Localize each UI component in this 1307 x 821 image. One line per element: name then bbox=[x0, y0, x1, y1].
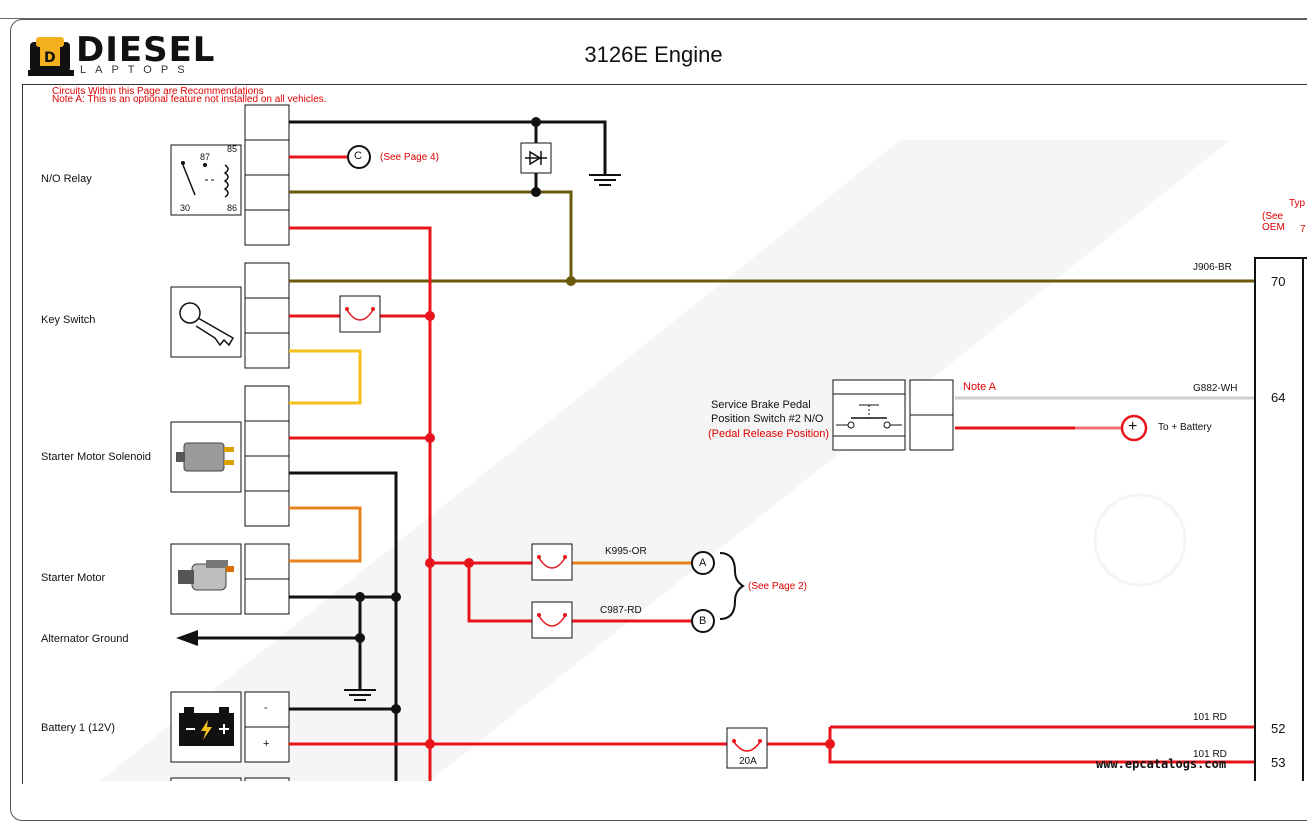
battery-label: Battery 1 (12V) bbox=[41, 722, 115, 734]
wire-101rd-label-a: 101 RD bbox=[1193, 712, 1227, 723]
battery-positive-sign: + bbox=[1128, 418, 1138, 435]
ecm-pin-52: 52 bbox=[1271, 721, 1286, 736]
connector-c-label: C bbox=[354, 150, 362, 162]
fuse-20a bbox=[726, 727, 768, 769]
brake-switch-label-3: (Pedal Release Position) bbox=[708, 428, 830, 440]
brake-switch-symbol bbox=[832, 379, 906, 451]
starter-motor-label: Starter Motor bbox=[41, 572, 106, 584]
see-page-2-label: (See Page 2) bbox=[748, 581, 807, 592]
logo-word: DIESEL bbox=[76, 30, 216, 70]
splice-dots bbox=[355, 117, 541, 714]
battery-plus-label: + bbox=[263, 738, 270, 750]
note-a-label: Note A bbox=[963, 381, 997, 393]
connector-a-circle bbox=[691, 551, 715, 575]
relay-pin-30: 30 bbox=[180, 203, 191, 213]
wiring-diagram bbox=[100, 104, 1307, 781]
battery-positive-circle bbox=[1120, 414, 1148, 442]
top-border bbox=[0, 0, 1307, 19]
fuse-k995 bbox=[531, 543, 573, 581]
key-switch-terminals bbox=[244, 262, 290, 369]
connector-brace bbox=[719, 552, 745, 620]
title-divider bbox=[22, 84, 1307, 85]
battery-terminals bbox=[244, 691, 290, 763]
diode-symbol bbox=[520, 142, 552, 174]
diesel-laptops-logo: D DIESEL LAPTOPS bbox=[28, 30, 218, 78]
ground-symbol-top bbox=[589, 174, 621, 186]
relay-pin-86: 86 bbox=[227, 203, 238, 213]
fuse-key-switch bbox=[339, 295, 381, 333]
relay-pin-85: 85 bbox=[227, 144, 238, 154]
ecm-note-typ: Typ bbox=[1289, 198, 1306, 209]
ecm-note-see-oem: (See OEM bbox=[1262, 211, 1285, 233]
brake-switch-label-2: Position Switch #2 N/O bbox=[711, 413, 824, 425]
connector-a-label: A bbox=[699, 557, 707, 569]
relay-label: N/O Relay bbox=[41, 173, 92, 185]
logo-icon: D bbox=[28, 37, 74, 76]
connector-b-label: B bbox=[699, 615, 707, 627]
wire-c987-label: C987-RD bbox=[600, 605, 642, 616]
watermark-url: www.epcatalogs.com bbox=[1096, 757, 1227, 771]
ecm-pin-64: 64 bbox=[1271, 390, 1286, 405]
brake-switch-label-1: Service Brake Pedal bbox=[711, 399, 811, 411]
starter-solenoid-label: Starter Motor Solenoid bbox=[41, 451, 152, 463]
wire-j906-label: J906-BR bbox=[1193, 262, 1232, 273]
orange-wire-starter bbox=[289, 506, 362, 563]
wire-k995-label: K995-OR bbox=[605, 546, 647, 557]
red-wires bbox=[289, 155, 1255, 781]
ecm-connector bbox=[1254, 257, 1307, 781]
splice-dot-brown bbox=[566, 276, 576, 286]
starter-motor-terminals bbox=[244, 543, 290, 615]
wire-g882-label: G882-WH bbox=[1193, 383, 1238, 394]
solenoid-terminals bbox=[244, 385, 290, 527]
battery-minus-label: - bbox=[264, 702, 268, 714]
ecm-pin-70: 70 bbox=[1271, 274, 1286, 289]
page-title: 3126E Engine bbox=[584, 42, 723, 67]
logo-subword: LAPTOPS bbox=[80, 64, 194, 76]
watermark-graphic bbox=[100, 140, 1230, 781]
alternator-ground-label: Alternator Ground bbox=[41, 633, 129, 645]
see-page-4-label: (See Page 4) bbox=[380, 152, 439, 163]
key-switch-label: Key Switch bbox=[41, 314, 96, 326]
yellow-wire bbox=[289, 349, 362, 405]
brown-wires bbox=[289, 190, 1255, 283]
relay-terminals bbox=[244, 104, 290, 246]
brake-switch-terminals bbox=[909, 379, 954, 451]
note-recommendations: Circuits Within this Page are Recommenda… bbox=[52, 86, 264, 97]
wire-101rd-label-b: 101 RD bbox=[1193, 749, 1227, 760]
left-margin-line bbox=[22, 84, 23, 784]
ecm-pin-53: 53 bbox=[1271, 755, 1286, 770]
fuse-20a-label: 20A bbox=[739, 756, 757, 767]
ecm-note-7: 7 bbox=[1300, 224, 1306, 235]
relay-pin-87: 87 bbox=[200, 152, 211, 162]
connector-c-circle bbox=[347, 145, 371, 169]
svg-text:D: D bbox=[44, 50, 56, 66]
ground-symbol-bottom bbox=[344, 689, 376, 701]
to-battery-label: To + Battery bbox=[1158, 422, 1212, 433]
note-a-text: Note A: This is an optional feature not … bbox=[52, 94, 327, 105]
fuse-c987 bbox=[531, 601, 573, 639]
alternator-ground-arrow bbox=[176, 630, 198, 646]
connector-b-circle bbox=[691, 609, 715, 633]
splice-dots-red bbox=[425, 311, 835, 749]
